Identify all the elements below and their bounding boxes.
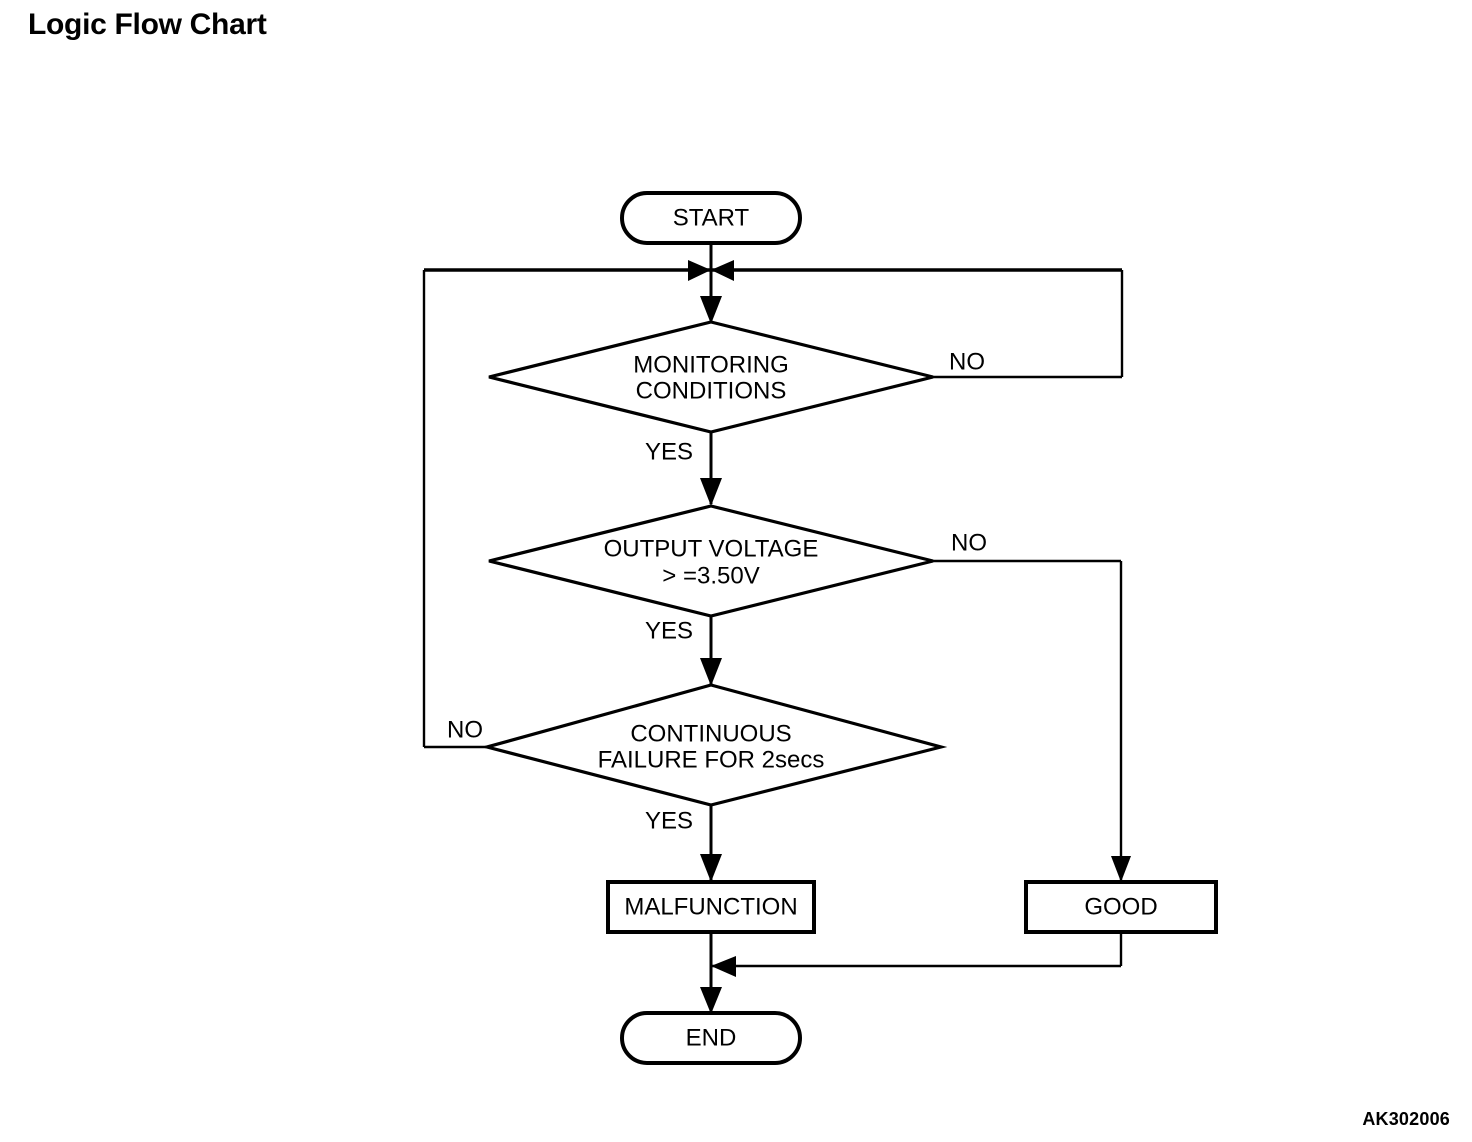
branch-label-monitoring-yes: YES [645,438,693,465]
arrowhead-merge-left [688,260,711,281]
node-malfunction[interactable]: MALFUNCTION [606,880,816,934]
arrowhead-to-voltage [700,478,722,506]
malfunction-label: MALFUNCTION [624,893,797,920]
malfunction-process-shape [606,880,816,934]
monitoring-decision-shape [488,320,934,434]
arrowhead-to-malfunction [700,854,722,882]
continuous-label-line2: FAILURE FOR 2secs [598,746,825,773]
nodes: START MONITORING CONDITIONS OUTPUT VOLTA… [480,191,1218,1065]
arrowhead-good-merge [711,956,736,977]
voltage-label-line2: > =3.50V [662,562,759,589]
node-continuous-failure[interactable]: CONTINUOUS FAILURE FOR 2secs [480,683,948,807]
branch-labels: NO YES NO YES NO YES [447,348,987,834]
monitoring-label-line2: CONDITIONS [636,377,787,404]
good-process-shape [1024,880,1218,934]
node-end[interactable]: END [620,1011,802,1065]
watermark-code: AK302006 [1362,1109,1450,1129]
arrowhead-merge-right [711,260,734,281]
node-monitoring-conditions[interactable]: MONITORING CONDITIONS [488,320,934,434]
connectors [422,243,1131,1014]
branch-label-monitoring-no: NO [949,348,985,375]
node-good[interactable]: GOOD [1024,880,1218,934]
branch-label-voltage-yes: YES [645,617,693,644]
start-label: START [673,204,750,231]
node-start[interactable]: START [620,191,802,245]
voltage-label-line1: OUTPUT VOLTAGE [604,535,819,562]
arrowhead-to-end [700,987,722,1014]
continuous-decision-shape [480,683,948,807]
branch-label-voltage-no: NO [951,529,987,556]
node-output-voltage[interactable]: OUTPUT VOLTAGE > =3.50V [488,504,934,618]
continuous-label-line1: CONTINUOUS [630,720,791,747]
end-terminator-shape [620,1011,802,1065]
good-label: GOOD [1084,893,1157,920]
branch-label-continuous-yes: YES [645,807,693,834]
branch-label-continuous-no: NO [447,716,483,743]
page-title: Logic Flow Chart [28,8,267,41]
monitoring-label-line1: MONITORING [633,351,789,378]
voltage-decision-shape [488,504,934,618]
arrowhead-to-good [1111,856,1131,882]
start-terminator-shape [620,191,802,245]
arrowhead-to-continuous [700,658,722,686]
end-label: END [686,1024,737,1051]
arrowhead-to-monitoring [700,296,722,324]
